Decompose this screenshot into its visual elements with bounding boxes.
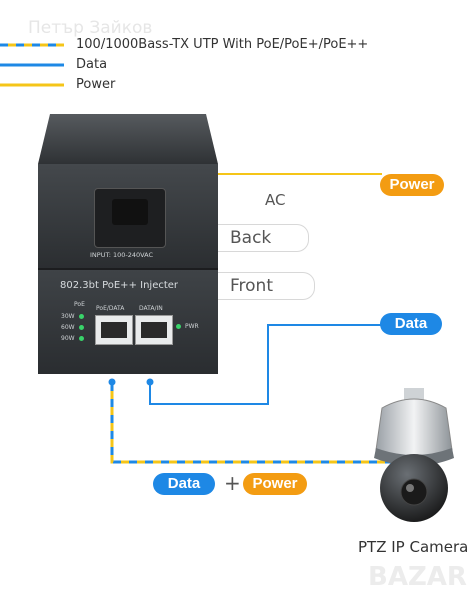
legend-item-ethernet: 100/1000Bass-TX UTP With PoE/PoE+/PoE++ (76, 37, 369, 52)
watermark-text: Петър Зайков (28, 18, 153, 38)
data-pill: Data (380, 313, 442, 335)
bottom-power-pill: Power (243, 473, 307, 495)
poe-port-dot (108, 378, 116, 386)
data-line-in (149, 324, 382, 405)
plus-sign: + (224, 471, 241, 495)
model-label: 802.3bt PoE++ Injecter (60, 280, 179, 291)
poe-level-30w: 30W (61, 313, 75, 320)
rj45-port-poe-data (95, 315, 133, 345)
housing-shape (38, 114, 218, 268)
legend-swatches (0, 43, 64, 87)
power-pill: Power (380, 174, 444, 196)
poe-level-60w: 60W (61, 324, 75, 331)
corner-brand-watermark: BAZAR (368, 562, 467, 592)
port-data-in-label: DATA/IN (139, 305, 163, 312)
camera-label: PTZ IP Camera (358, 538, 469, 556)
ac-label: AC (265, 191, 286, 209)
ac-power-socket (94, 188, 166, 248)
port-poe-data-label: PoE/DATA (96, 305, 125, 312)
led-60w (79, 325, 84, 330)
input-rating-label: INPUT: 100-240VAC (90, 251, 154, 259)
poe-header: PoE (74, 301, 85, 308)
led-30w (79, 314, 84, 319)
data-port-dot (146, 378, 154, 386)
bottom-data-pill: Data (153, 473, 215, 495)
injector-back-housing: INPUT: 100-240VAC (38, 108, 218, 268)
legend: 100/1000Bass-TX UTP With PoE/PoE+/PoE++ … (0, 34, 476, 94)
ptz-camera-icon (374, 388, 454, 522)
rj45-port-data-in (135, 315, 173, 345)
led-pwr (176, 324, 181, 329)
poe-level-90w: 90W (61, 335, 75, 342)
injector-front-housing: 802.3bt PoE++ Injecter PoE 30W 60W 90W P… (38, 268, 218, 374)
iec-receptacle (112, 199, 148, 225)
poe-line-yellow (110, 391, 400, 464)
legend-item-data: Data (76, 57, 108, 72)
pwr-label: PWR (185, 323, 199, 330)
back-tab: Back (218, 224, 309, 252)
legend-item-power: Power (76, 77, 116, 92)
poe-line-blue (110, 383, 400, 464)
front-tab: Front (218, 272, 315, 300)
led-90w (79, 336, 84, 341)
